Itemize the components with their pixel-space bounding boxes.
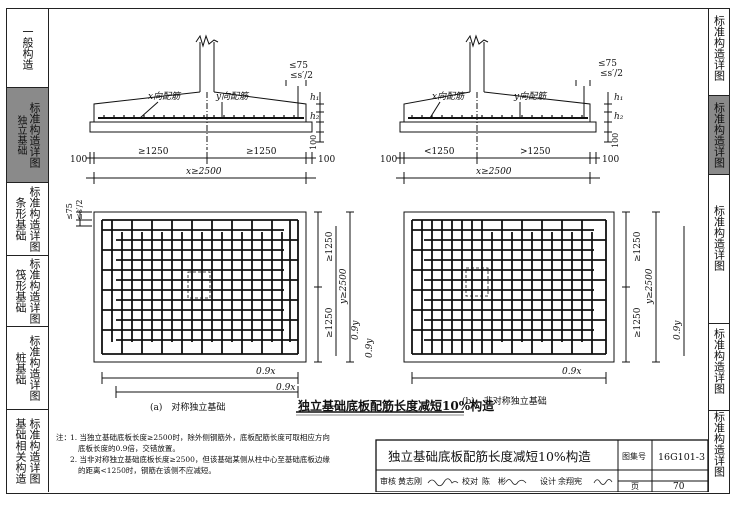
b-plan-y: y≥2500 <box>645 268 655 305</box>
a-caption: (a) 对称独立基础 <box>150 401 225 413</box>
a-dim-x: x≥2500 <box>186 167 222 177</box>
b-plan-1250-top: ≥1250 <box>633 231 643 262</box>
a-100-vert: 100 <box>309 135 318 150</box>
left-tab-pile-main: 标准构造详图 <box>28 335 41 401</box>
right-tab-5-label: 标准构造详图 <box>712 411 726 477</box>
drawing-canvas: x向配筋 y向配筋 ≤75 ≤s′/2 h₁ h₂ 100 100 ≥1250 … <box>56 34 708 492</box>
right-tab-2[interactable]: 标准构造详图 <box>709 96 729 175</box>
a-x-rebar-label: x向配筋 <box>148 91 182 102</box>
plan-a <box>76 211 354 398</box>
center-title: 独立基础底板配筋长度减短10%构造 <box>297 398 495 413</box>
tb-review-name: 黄志刚 <box>398 476 422 486</box>
b-x-rebar-label: x向配筋 <box>432 91 466 102</box>
b-le75: ≤75 <box>598 59 617 69</box>
signature-review <box>427 478 459 487</box>
tb-check-label: 校对 <box>462 476 478 486</box>
left-tab-pile[interactable]: 标准构造详图 桩基础 <box>7 327 48 410</box>
left-tab-raft[interactable]: 标准构造详图 筏形基础 <box>7 256 48 327</box>
right-tab-1-label: 标准构造详图 <box>712 15 726 81</box>
left-tab-related[interactable]: 标准构造详图 基础相关构造 <box>7 410 48 491</box>
b-h1: h₁ <box>614 93 623 103</box>
tb-check-name: 陈 彬 <box>482 476 506 486</box>
left-tab-related-sub: 基础相关构造 <box>14 417 27 484</box>
b-plan-1250-bot: ≥1250 <box>633 307 643 338</box>
note-2a: 2. 当非对称独立基础底板长度≥2500，但该基础某侧从柱中心至基础底板边缘 <box>70 454 330 464</box>
title-block <box>375 439 708 492</box>
tb-page-label: 页 <box>631 482 639 491</box>
a-100-right: 100 <box>318 155 335 165</box>
a-y-rebar-label: y向配筋 <box>215 91 250 102</box>
left-tab-strip-sub: 条形基础 <box>14 197 27 241</box>
b-caption: (b) 非对称独立基础 <box>462 395 547 407</box>
a-h1: h₁ <box>310 93 319 103</box>
a-1250-right: ≥1250 <box>246 147 277 157</box>
b-100-right: 100 <box>602 155 619 165</box>
tb-page-no: 70 <box>673 482 685 492</box>
a-plan-09x-b: 0.9x <box>276 383 295 393</box>
b-dim-x: x≥2500 <box>476 167 512 177</box>
section-b <box>396 34 612 184</box>
left-tab-related-main: 标准构造详图 <box>28 417 41 484</box>
b-1250-left: <1250 <box>424 147 455 157</box>
b-plan-09x: 0.9x <box>562 367 581 377</box>
right-tab-4-label: 标准构造详图 <box>712 328 726 394</box>
notes-prefix: 注： <box>56 432 71 442</box>
left-tab-isolated-main: 标准构造详图 <box>28 102 41 168</box>
a-plan-1250-top: ≥1250 <box>325 231 335 262</box>
right-tab-5[interactable]: 标准构造详图 <box>709 411 729 491</box>
left-tab-isolated[interactable]: 标准构造详图 独立基础 <box>7 88 48 183</box>
left-tab-raft-main: 标准构造详图 <box>28 258 41 324</box>
note-2b: 的距离<1250时，钢筋在该侧不应减短。 <box>78 465 216 475</box>
signature-check <box>505 479 527 485</box>
left-tab-general[interactable]: 一般构造 <box>7 9 48 88</box>
right-tab-2-label: 标准构造详图 <box>712 102 726 168</box>
a-h2: h₂ <box>310 112 320 122</box>
right-tab-3-label: 标准构造详图 <box>712 205 726 271</box>
tb-design-label: 设计 <box>540 476 556 486</box>
a-plan-1250-bot: ≥1250 <box>325 307 335 338</box>
b-h2: h₂ <box>614 112 624 122</box>
note-1b: 底板长度的0.9倍，交错放置。 <box>78 443 180 453</box>
right-tab-divider <box>708 8 709 492</box>
right-tab-1[interactable]: 标准构造详图 <box>709 9 729 96</box>
left-tab-raft-sub: 筏形基础 <box>14 269 27 313</box>
a-plan-09x-a: 0.9x <box>256 367 275 377</box>
a-plan-les2: ≤s′/2 <box>75 200 84 220</box>
left-tab-strip[interactable]: 标准构造详图 条形基础 <box>7 183 48 256</box>
a-le75: ≤75 <box>289 61 308 71</box>
right-tab-4[interactable]: 标准构造详图 <box>709 324 729 411</box>
section-a <box>86 34 324 184</box>
a-1250-left: ≥1250 <box>138 147 169 157</box>
signatures <box>427 478 613 487</box>
a-plan-09y-b: 0.9y <box>365 338 375 358</box>
tb-review-label: 审核 <box>380 476 396 486</box>
a-les2: ≤s′/2 <box>290 71 313 81</box>
left-tab-isolated-sub: 独立基础 <box>15 115 26 155</box>
a-plan-y: y≥2500 <box>339 268 349 305</box>
b-plan-09y: 0.9y <box>673 320 683 340</box>
tb-title: 独立基础底板配筋长度减短10%构造 <box>388 449 591 464</box>
left-tab-divider <box>48 8 49 492</box>
b-100-left: 100 <box>380 155 397 165</box>
a-100-left: 100 <box>70 155 87 165</box>
a-plan-09y-a: 0.9y <box>351 320 361 340</box>
b-y-rebar-label: y向配筋 <box>513 91 548 102</box>
left-tab-strip-main: 标准构造详图 <box>28 186 41 252</box>
b-1250-right: >1250 <box>520 147 551 157</box>
b-les2: ≤s′/2 <box>600 69 623 79</box>
tb-design-name: 余翔宪 <box>558 476 582 486</box>
left-tab-pile-sub: 桩基础 <box>14 351 27 385</box>
b-100-vert: 100 <box>611 133 620 148</box>
right-tab-3[interactable]: 标准构造详图 <box>709 175 729 324</box>
plan-b <box>403 211 685 384</box>
tb-atlas-label: 图集号 <box>622 451 646 461</box>
left-tab-general-label: 一般构造 <box>21 26 34 70</box>
note-1a: 1. 当独立基础底板长度≥2500时，除外侧钢筋外，底板配筋长度可取相应方向 <box>70 432 330 442</box>
tb-atlas-no: 16G101-3 <box>658 452 705 463</box>
signature-design <box>593 479 613 485</box>
a-plan-le75: ≤75 <box>65 203 74 220</box>
